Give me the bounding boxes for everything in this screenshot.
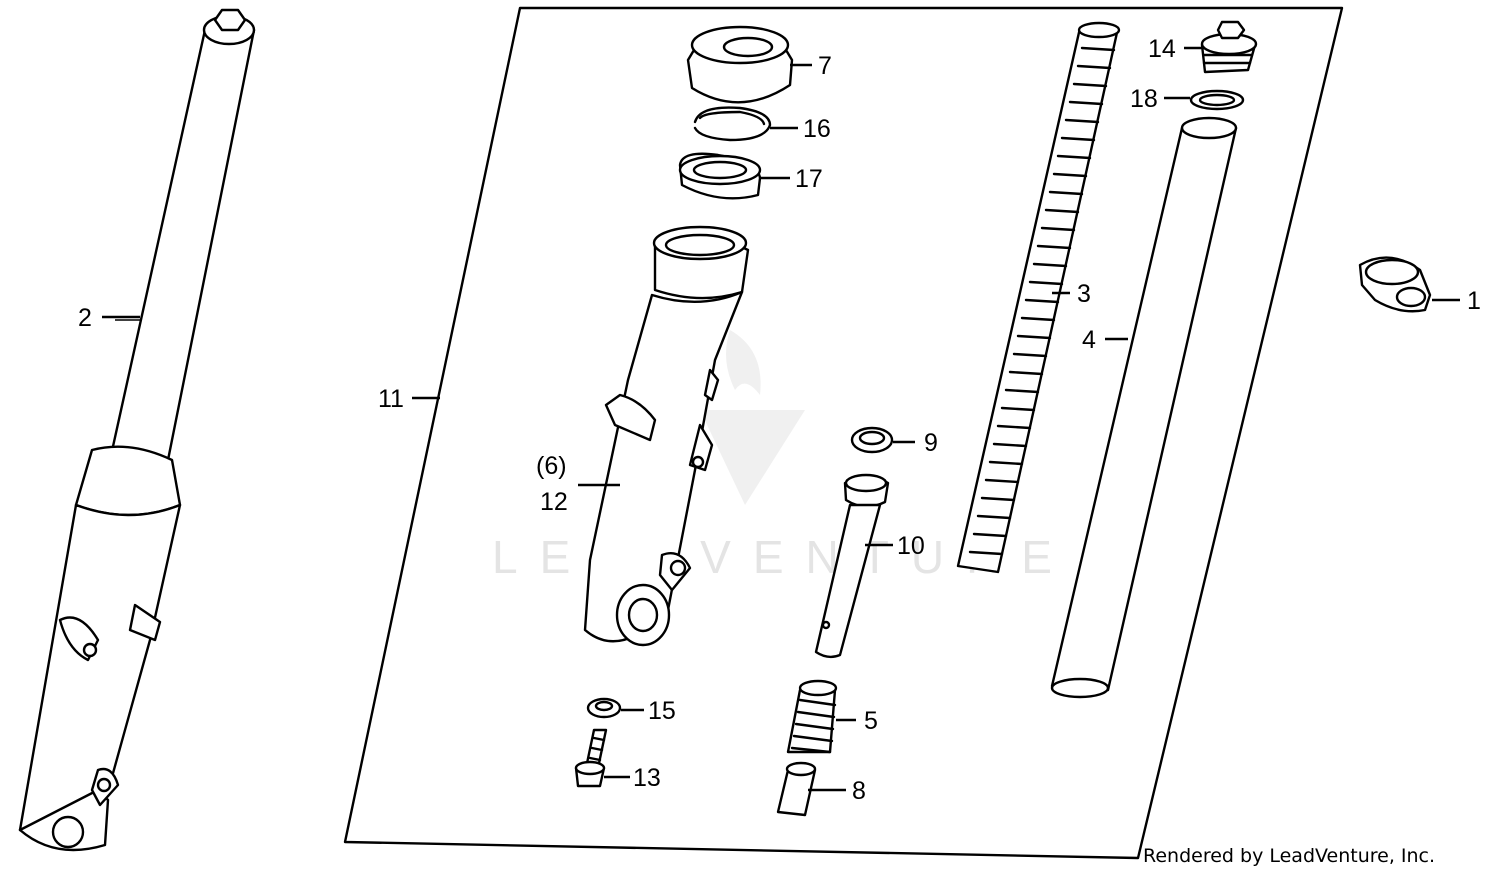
dust-seal-part — [686, 25, 794, 104]
callout-3: 3 — [1077, 280, 1091, 308]
rebound-spring-part — [786, 679, 838, 754]
callout-8: 8 — [852, 777, 866, 805]
seat-ring-part — [850, 426, 894, 454]
callout-14: 14 — [1148, 35, 1176, 63]
callout-1: 1 — [1467, 287, 1481, 315]
fork-pipe-part — [1050, 116, 1238, 699]
callout-17: 17 — [795, 165, 823, 193]
fork-bolt-part — [1200, 20, 1258, 74]
callout-11: 11 — [378, 385, 404, 413]
watermark-text: LEADVENTURE — [492, 531, 1074, 583]
callout-9: 9 — [924, 429, 938, 457]
render-credit: Rendered by LeadVenture, Inc. — [1143, 845, 1435, 867]
damper-rod-part — [814, 473, 890, 659]
leadventure-watermark: LEADVENTURE — [492, 330, 1074, 583]
fork-assembly-part — [18, 8, 256, 852]
oil-lock-piece-part — [776, 761, 817, 817]
callout-5: 5 — [864, 707, 878, 735]
callout-18: 18 — [1130, 85, 1158, 113]
callout-15: 15 — [648, 697, 676, 725]
oil-seal-part — [678, 152, 762, 200]
callout-6: (6) — [536, 452, 567, 480]
clamp-part — [1358, 256, 1432, 313]
callout-4: 4 — [1082, 326, 1096, 354]
fork-spring-part — [956, 21, 1121, 574]
callout-12: 12 — [540, 488, 568, 516]
callout-2: 2 — [78, 304, 92, 332]
circlip-part — [693, 106, 772, 142]
socket-bolt-part — [574, 728, 608, 788]
callout-16: 16 — [803, 115, 831, 143]
kit-boundary — [343, 6, 1344, 860]
washer-part — [586, 697, 622, 719]
o-ring-part — [1189, 89, 1245, 111]
callout-7: 7 — [818, 52, 832, 80]
callout-13: 13 — [633, 764, 661, 792]
leader-lines — [102, 46, 1460, 792]
fork-slider-part — [583, 225, 750, 647]
callout-10: 10 — [897, 532, 925, 560]
